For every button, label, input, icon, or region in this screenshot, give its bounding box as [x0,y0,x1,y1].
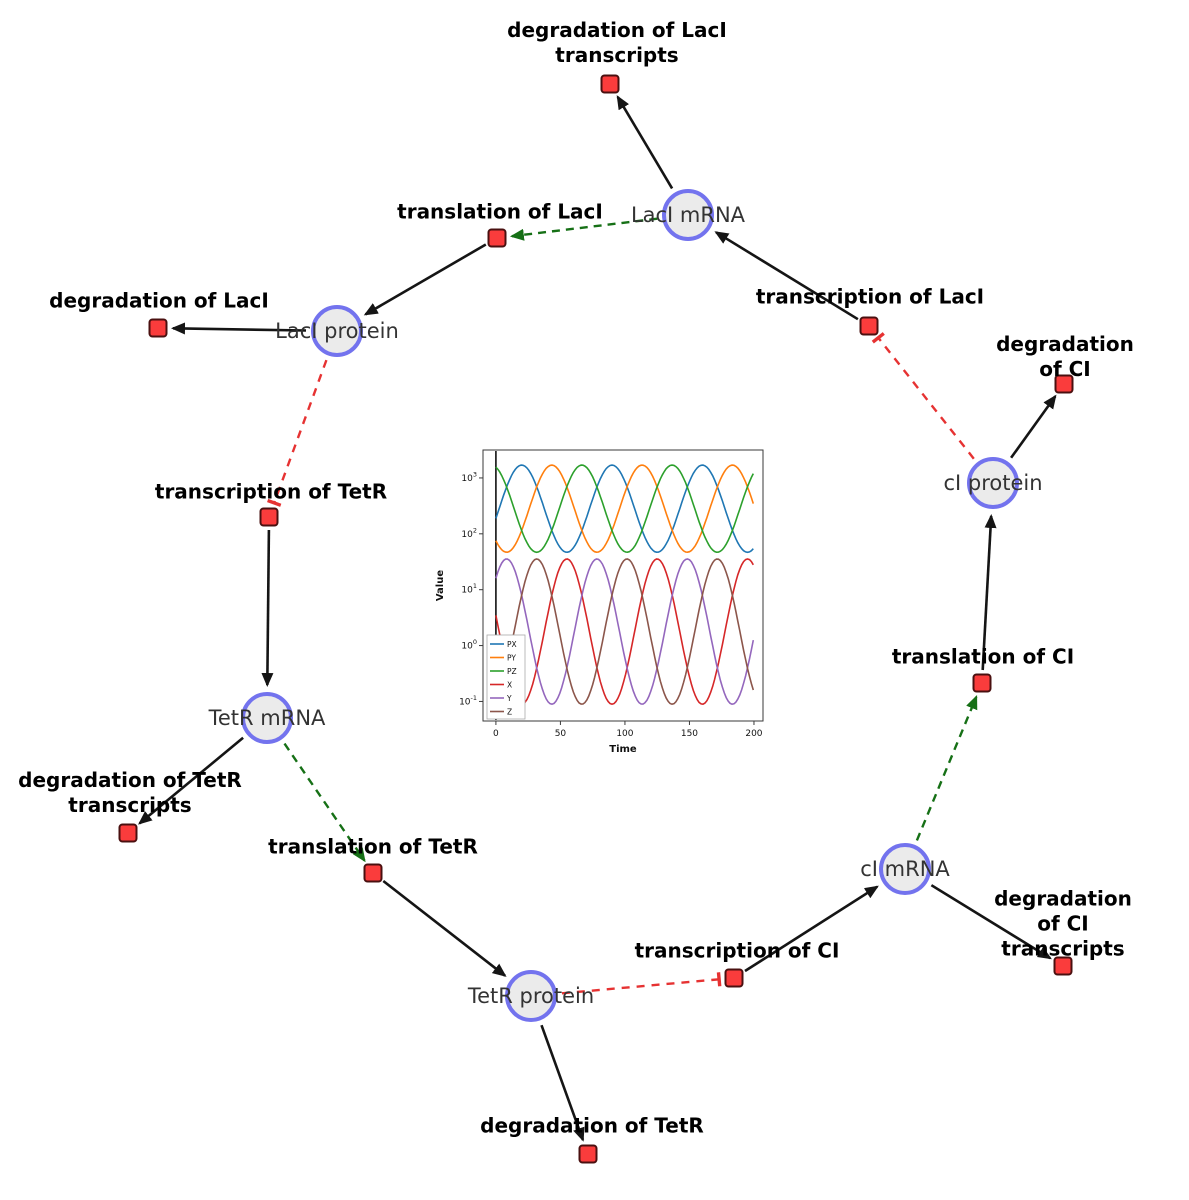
x-axis-label: Time [609,744,637,755]
x-tick-label: 150 [681,729,698,739]
y-tick-label: 102 [461,526,477,540]
reaction-node-r_deg_laci[interactable] [148,318,168,338]
y-tick-label: 10-1 [459,694,477,708]
species-label-tetr_protein: TetR protein [467,984,595,1008]
reaction-label-r_transl_ci: translation of CI [891,644,1075,669]
edge-consumption-ci_protein-to-r_deg_ci[interactable] [1010,394,1057,459]
plot-box [482,449,764,722]
edge-consumption-laci_protein-to-r_deg_laci[interactable] [171,322,307,335]
reaction-label-r_txn_laci: transcription of LacI [755,284,985,309]
legend-label-X: X [507,680,512,689]
species-node-laci_mrna[interactable] [662,189,714,241]
legend-label-PX: PX [507,640,517,649]
series-PZ-line [495,464,755,554]
series-X-line [495,558,754,706]
species-node-tetr_mrna[interactable] [241,692,293,744]
reaction-label-r_deg_ci: degradation of CI [996,332,1134,381]
x-tick-label: 200 [745,729,762,739]
reaction-label-r_deg_tetr: degradation of TetR [480,1113,704,1138]
species-node-ci_protein[interactable] [967,457,1019,509]
legend-label-PY: PY [507,653,516,662]
edge-production-r_transl_laci-to-laci_protein[interactable] [363,243,487,316]
reaction-node-r_deg_tetr[interactable] [578,1144,598,1164]
reaction-node-r_transl_laci[interactable] [487,228,507,248]
reaction-node-r_transl_tetr[interactable] [363,863,383,883]
species-label-ci_protein: cI protein [943,471,1043,495]
edge-consumption-laci_mrna-to-r_deg_laci_tx[interactable] [616,95,674,190]
y-tick-label: 103 [461,470,477,484]
species-node-laci_protein[interactable] [311,305,363,357]
species-label-laci_mrna: LacI mRNA [630,203,746,227]
reaction-label-r_deg_ci_tx: degradation of CI transcripts [994,886,1132,961]
series-Y-line [495,558,755,706]
reaction-node-r_txn_ci[interactable] [724,968,744,988]
reaction-label-r_txn_ci: transcription of CI [634,938,840,963]
species-label-tetr_mrna: TetR mRNA [208,706,326,730]
species-label-ci_mrna: cI mRNA [860,857,950,881]
edge-consumption-tetr_mrna-to-r_deg_tetr_tx[interactable] [138,736,244,825]
reaction-node-r_deg_tetr_tx[interactable] [118,823,138,843]
edge-modifier-tetr_mrna-to-r_transl_tetr[interactable] [283,742,366,863]
edge-production-r_txn_laci-to-laci_mrna[interactable] [714,231,859,321]
species-label-laci_protein: LacI protein [275,319,399,343]
x-tick-label: 100 [616,729,633,739]
legend-label-Z: Z [507,707,512,716]
edge-inhibition-ci_protein-to-r_txn_laci[interactable] [871,332,975,460]
y-axis-label: Value [435,570,446,601]
legend-box [486,634,526,720]
edge-inhibition-laci_protein-to-r_txn_tetr[interactable] [267,359,328,507]
reaction-node-r_deg_laci_tx[interactable] [600,74,620,94]
reaction-node-r_deg_ci[interactable] [1054,374,1074,394]
edge-production-r_txn_tetr-to-tetr_mrna[interactable] [261,529,274,687]
edge-production-r_transl_tetr-to-tetr_protein[interactable] [382,879,507,977]
edges-group [138,95,1057,1142]
y-tick-label: 100 [461,638,477,652]
edge-inhibition-tetr_protein-to-r_txn_ci[interactable] [561,972,722,995]
reaction-label-r_transl_laci: translation of LacI [397,199,603,224]
reaction-node-r_txn_laci[interactable] [859,316,879,336]
reaction-label-r_deg_laci_tx: degradation of LacI transcripts [507,18,727,67]
reaction-node-r_deg_ci_tx[interactable] [1053,956,1073,976]
y-tick-label: 101 [461,582,477,596]
x-tick-label: 50 [555,729,567,739]
reaction-label-r_transl_tetr: translation of TetR [268,834,478,859]
edge-production-r_txn_ci-to-ci_mrna[interactable] [744,885,879,973]
reaction-label-r_deg_tetr_tx: degradation of TetR transcripts [18,768,242,817]
species-node-tetr_protein[interactable] [505,970,557,1022]
legend-label-Y: Y [506,694,512,703]
reaction-label-r_deg_laci: degradation of LacI [49,288,269,313]
reaction-node-r_transl_ci[interactable] [972,673,992,693]
series-Z-line [495,558,755,706]
legend-label-PZ: PZ [507,667,517,676]
series-PY-line [495,464,755,554]
edge-modifier-laci_mrna-to-r_transl_laci[interactable] [509,217,658,241]
x-tick-label: 0 [493,729,499,739]
reaction-node-r_txn_tetr[interactable] [259,507,279,527]
reaction-label-r_txn_tetr: transcription of TetR [154,479,388,504]
series-PX-line [495,464,754,554]
edge-consumption-tetr_protein-to-r_deg_tetr[interactable] [540,1024,585,1142]
edge-production-r_transl_ci-to-ci_protein[interactable] [981,514,997,671]
edge-modifier-ci_mrna-to-r_transl_ci[interactable] [915,695,978,841]
species-node-ci_mrna[interactable] [879,843,931,895]
edge-consumption-ci_mrna-to-r_deg_ci_tx[interactable] [930,884,1052,960]
